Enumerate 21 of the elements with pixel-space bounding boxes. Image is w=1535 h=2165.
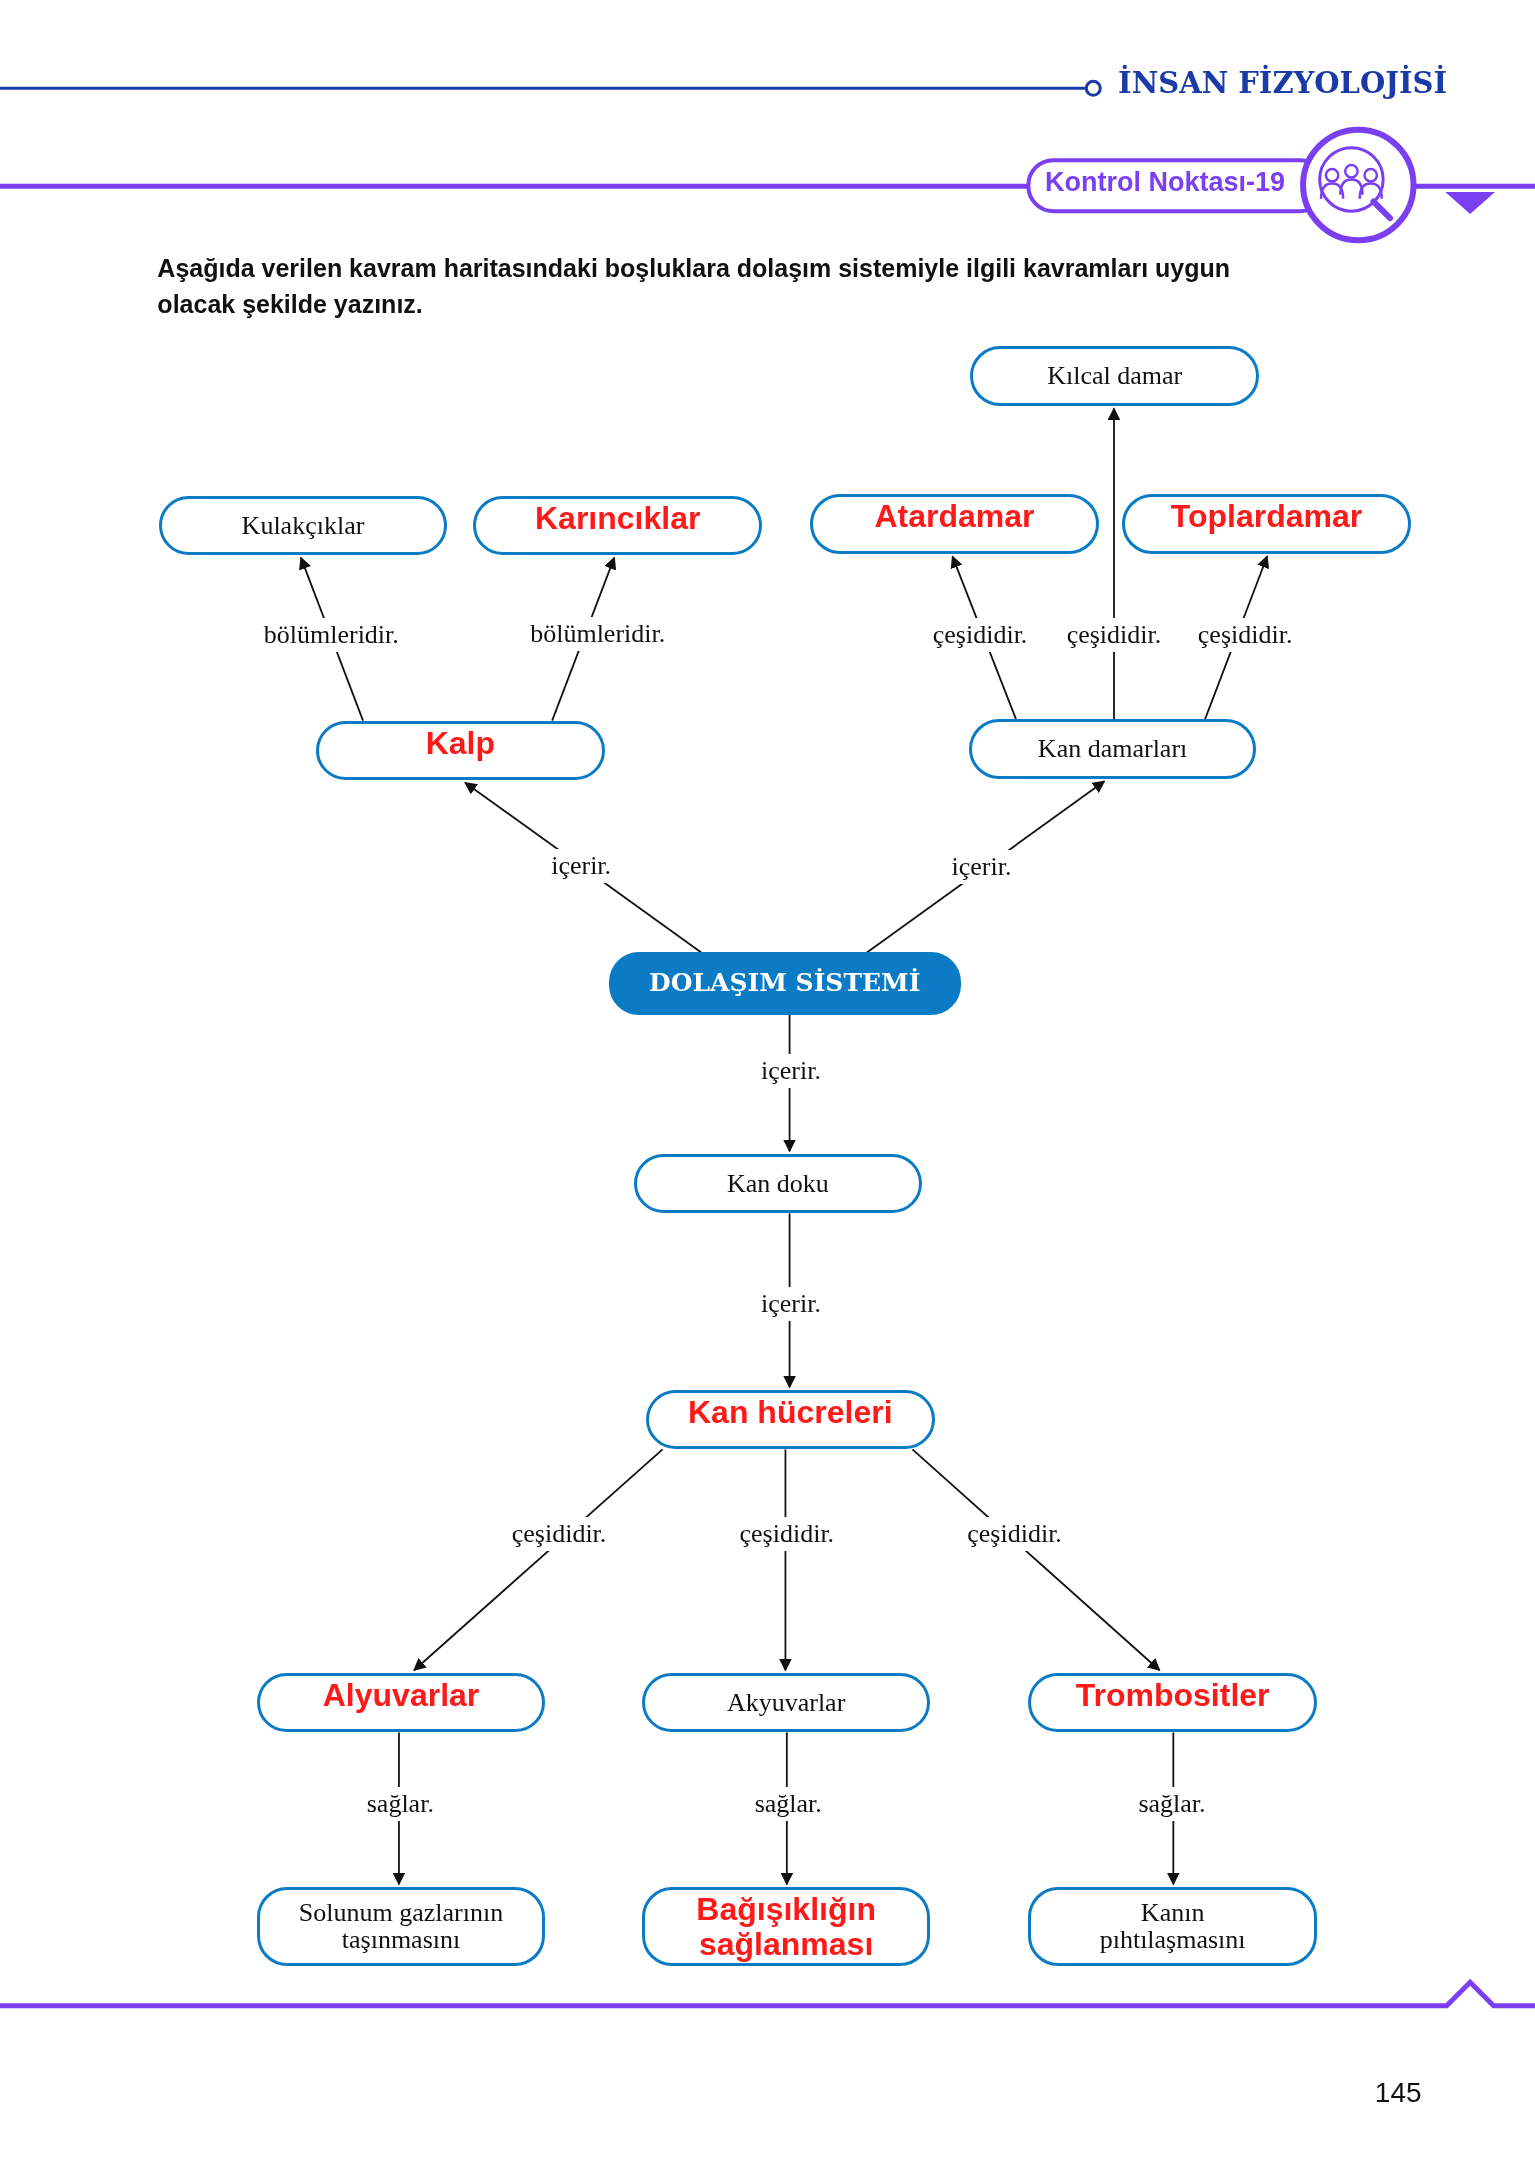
answer-box: Bağışıklığın sağlanması — [641, 1887, 931, 1966]
answer-box: Kan hücreleri — [646, 1390, 935, 1450]
answer-box: Alyuvarlar — [256, 1673, 546, 1733]
main-concept-box: DOLAŞIM SİSTEMİ — [608, 952, 961, 1015]
arrow — [1107, 407, 1121, 721]
answer-box: Trombositler — [1028, 1673, 1317, 1733]
answer-box: Toplardamar — [1122, 494, 1411, 554]
concept-box: Kan damarları — [969, 719, 1257, 779]
answer-box: Karıncıklar — [473, 495, 762, 555]
concept-box: Kulakçıklar — [158, 495, 448, 555]
section-title: İNSAN FİZYOLOJİSİ — [1118, 66, 1448, 101]
answer-box: Atardamar — [810, 494, 1099, 554]
page-number: 145 — [1374, 2077, 1423, 2110]
answer-box: Kalp — [316, 720, 605, 780]
concept-box: Akyuvarlar — [641, 1673, 931, 1733]
concept-box: Kılcal damar — [970, 346, 1259, 406]
badge-title: Kontrol Noktası-19 — [1044, 167, 1286, 198]
concept-box: Kanın pıhtılaşmasını — [1028, 1887, 1317, 1966]
instruction-text: Aşağıda verilen kavram haritasındaki boşluklara dolaşım sistemiyle ilgili kavramları uygun olacak şekilde yazınız. — [157, 252, 1232, 321]
concept-box: Solunum gazlarının taşınmasını — [256, 1887, 546, 1966]
concept-box: Kan doku — [633, 1154, 923, 1214]
